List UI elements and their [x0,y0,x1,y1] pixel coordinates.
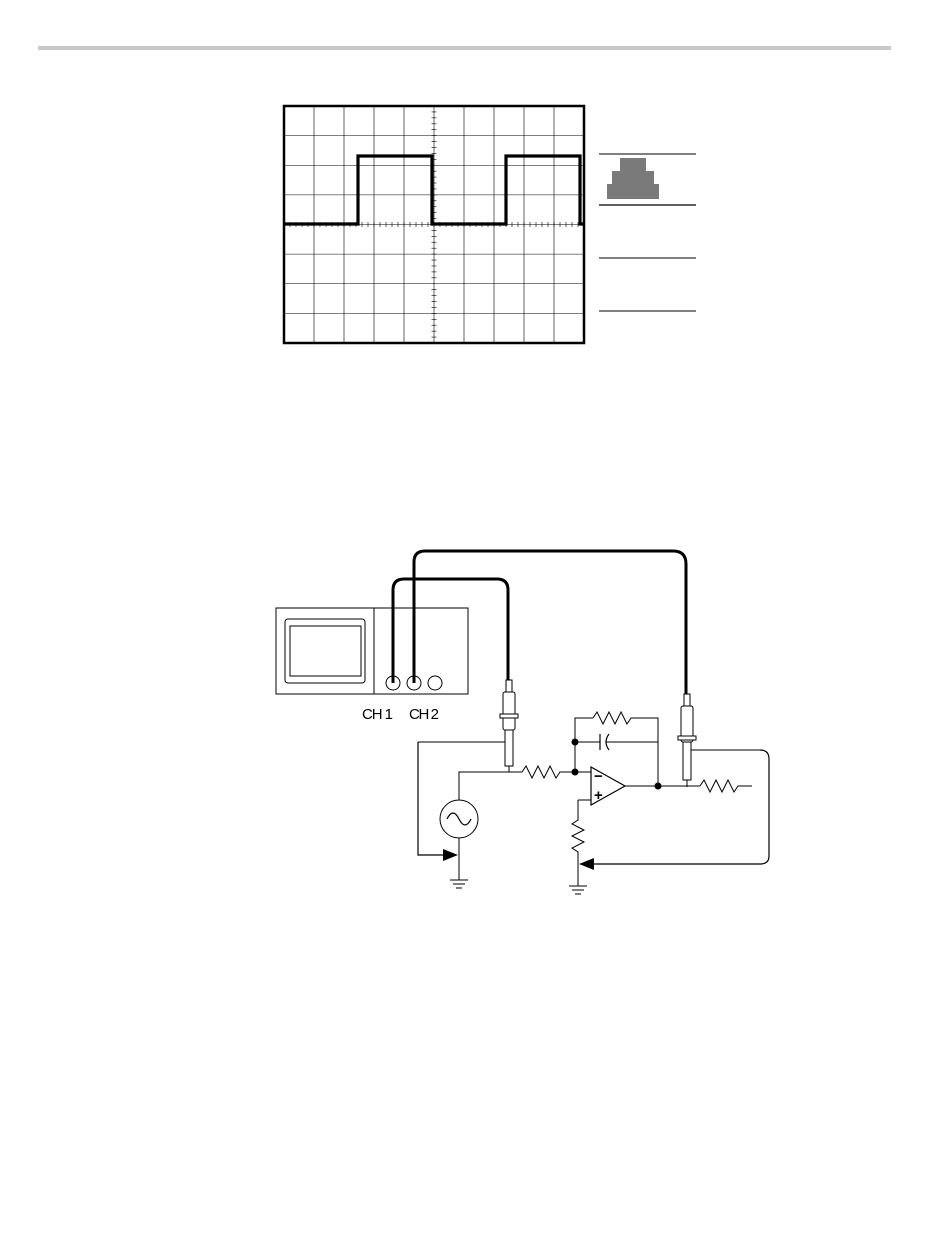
scope-display-outer [285,619,365,683]
feedback-top-wire [575,718,593,772]
ground-symbol-opamp [569,886,587,894]
ch2-ground-lead [592,750,769,864]
ch1-ground-lead [418,742,445,855]
ground-symbol-generator [450,880,468,888]
ch1-probe-cable [393,579,508,683]
input-resistor [522,766,575,778]
generator-output-wire [459,772,522,800]
ext-connector [428,676,442,690]
junction-dot-cap [572,739,579,746]
ch2-probe-icon [678,694,760,787]
op-amp-noninverting-label: + [594,787,603,804]
ch1-ground-clip-arrow [443,849,458,861]
scope-display-inner [290,626,361,676]
scope-front-panel [276,608,468,694]
ch1-label: CH 1 [362,706,393,723]
oscilloscope-icon [276,608,468,694]
load-resistor [700,780,752,792]
ch2-probe-cable [414,551,686,694]
op-amp-inverting-label: − [594,768,603,785]
bias-resistor [572,800,584,886]
ch2-label: CH 2 [409,706,439,723]
signal-generator-icon [440,800,478,838]
ch2-ground-clip-arrow [579,858,594,870]
